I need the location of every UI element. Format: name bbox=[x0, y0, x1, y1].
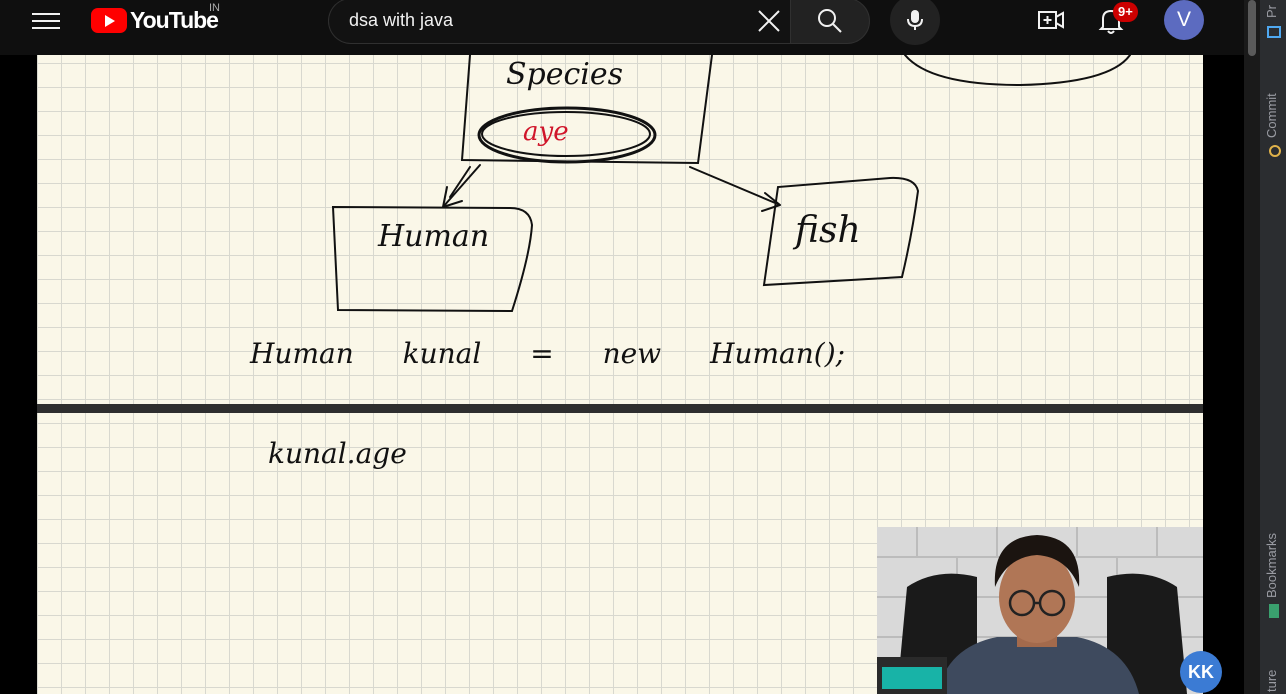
code-line-2: kunal.age bbox=[268, 437, 407, 470]
fish-label: fish bbox=[795, 210, 861, 251]
page-divider bbox=[37, 404, 1203, 413]
youtube-logo[interactable]: YouTube IN bbox=[91, 2, 220, 33]
ide-tab-commit[interactable]: Commit bbox=[1264, 93, 1279, 138]
ide-tab-bookmarks[interactable]: Bookmarks bbox=[1264, 532, 1279, 598]
masthead: YouTube IN dsa with java 9+ V bbox=[0, 0, 1244, 55]
human-label: Human bbox=[378, 219, 490, 254]
cloud-shape bbox=[904, 55, 1131, 87]
species-label: Species bbox=[506, 57, 624, 92]
search-input[interactable]: dsa with java bbox=[328, 0, 790, 44]
arrow-to-human bbox=[442, 164, 481, 208]
mic-icon bbox=[907, 10, 923, 30]
search-button[interactable] bbox=[790, 0, 870, 44]
human-box bbox=[331, 205, 534, 313]
age-field-label: aye bbox=[523, 117, 569, 147]
ide-tool-strip: Pr Commit Bookmarks ture bbox=[1260, 0, 1286, 694]
notification-badge: 9+ bbox=[1113, 2, 1138, 22]
page-scrollbar[interactable] bbox=[1244, 0, 1260, 694]
search-query[interactable]: dsa with java bbox=[349, 10, 454, 30]
menu-icon[interactable] bbox=[32, 8, 60, 32]
create-icon[interactable] bbox=[1037, 8, 1065, 32]
scribble-ellipse bbox=[477, 106, 657, 164]
ide-tab-project[interactable]: Pr bbox=[1264, 5, 1279, 18]
ide-tab-structure[interactable]: ture bbox=[1264, 669, 1279, 692]
clear-icon[interactable] bbox=[756, 8, 782, 34]
youtube-play-icon bbox=[91, 7, 127, 33]
logo-text: YouTube bbox=[130, 6, 219, 33]
video-player[interactable]: Species aye Human fish Human kunal = new… bbox=[0, 55, 1244, 694]
webcam-scene bbox=[877, 527, 1203, 694]
voice-search-button[interactable] bbox=[890, 0, 940, 45]
handwritten-diagram bbox=[331, 55, 1131, 313]
arrow-to-fish bbox=[689, 166, 781, 212]
folder-icon bbox=[1267, 26, 1281, 38]
scroll-thumb[interactable] bbox=[1248, 0, 1256, 56]
code-line: Human kunal = new Human(); bbox=[250, 337, 846, 370]
presenter-webcam bbox=[877, 527, 1203, 694]
channel-watermark[interactable]: KK bbox=[1180, 651, 1222, 693]
commit-icon bbox=[1269, 145, 1281, 157]
bookmark-icon bbox=[1269, 604, 1279, 618]
fish-box bbox=[762, 176, 920, 287]
search-icon bbox=[818, 9, 842, 33]
avatar[interactable]: V bbox=[1164, 0, 1204, 40]
country-code: IN bbox=[209, 2, 220, 14]
